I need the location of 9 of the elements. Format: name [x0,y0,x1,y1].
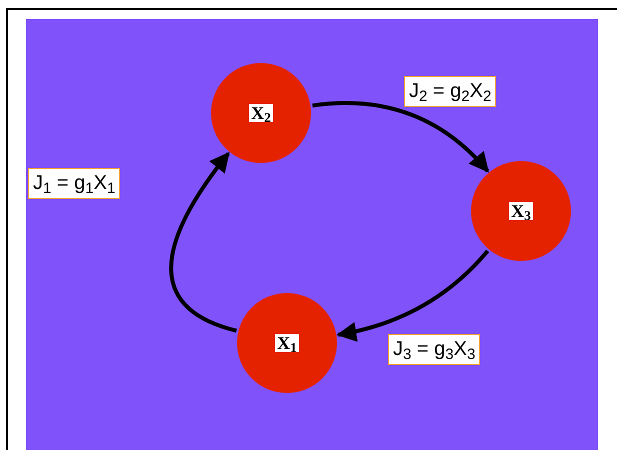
edge-label: J$_{3}$ = g$_{3}$X$_{3}$ [388,334,480,365]
curved-arrow [312,101,490,173]
node-label: X$_{1}$ [275,334,299,352]
node-label: X$_{3}$ [509,202,533,220]
edge-label: J$_{2}$ = g$_{2}$X$_{2}$ [404,76,496,107]
curved-arrow [336,250,490,342]
curved-arrow [169,152,238,333]
edge-label: J$_{1}$ = g$_{1}$X$_{1}$ [28,168,120,199]
node-label: X$_{2}$ [249,104,273,122]
